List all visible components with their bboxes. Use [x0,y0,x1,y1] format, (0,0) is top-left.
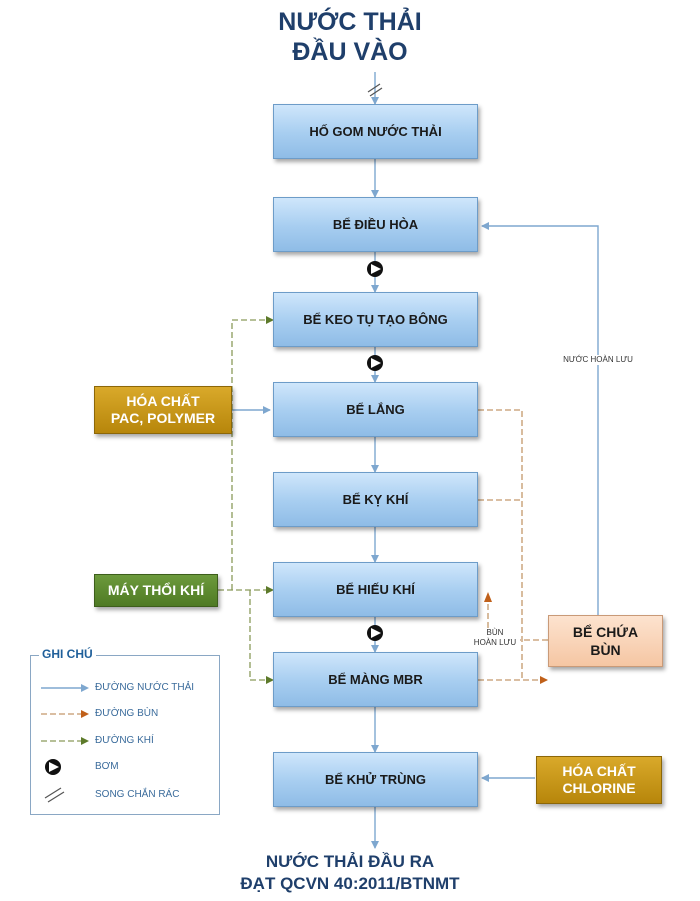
sludge-from-settling [478,409,523,680]
process-disinfection-tank: BỂ KHỬ TRÙNG [273,752,478,807]
legend-screen-label: SONG CHẮN RÁC [95,789,180,800]
process-settling-tank: BỂ LẮNG [273,382,478,437]
sludge-tank-line-1: BỂ CHỨA [572,624,639,640]
sludge-storage-tank: BỂ CHỨA BÙN [548,615,663,667]
process-mbr-tank: BỂ MÀNG MBR [273,652,478,707]
process-aerobic-tank: BỂ HIẾU KHÍ [273,562,478,617]
title-line-1: NƯỚC THẢI [278,8,422,36]
air-to-coagulation [231,319,268,590]
legend-symbols [41,684,89,803]
legend-title: GHI CHÚ [39,647,96,661]
legend-water-label: ĐƯỜNG NƯỚC THẢI [95,682,195,693]
pump-icon-2 [367,355,383,371]
legend-pump-icon [45,759,61,775]
chemical-chlorine-line-1: HÓA CHẤT [562,763,636,779]
legend-screen-icon [44,787,65,803]
legend-pump-label: BƠM [95,761,119,772]
legend-air-label: ĐƯỜNG KHÍ [95,735,154,746]
output-line-2: ĐẠT QCVN 40:2011/BTNMT [240,874,460,893]
legend: GHI CHÚ ĐƯỜNG NƯỚC THẢI ĐƯỜNG BÙN ĐƯỜNG … [30,647,220,815]
chemical-pac-line-1: HÓA CHẤT [126,393,200,409]
flow-return-water [481,222,599,615]
chemical-pac-polymer-box: HÓA CHẤT PAC, POLYMER [94,386,232,434]
process-collection-pit: HỐ GOM NƯỚC THẢI [273,104,478,159]
pump-icon-3 [367,625,383,641]
return-water-label: NƯỚC HOÀN LƯU [548,355,648,365]
process-anoxic-tank: BỂ KỴ KHÍ [273,472,478,527]
chemical-chlorine-box: HÓA CHẤT CHLORINE [536,756,662,804]
air-to-mbr [249,590,268,681]
legend-sludge-label: ĐƯỜNG BÙN [95,708,159,719]
screen-symbol [367,83,383,97]
pump-icon-1 [367,261,383,277]
chemical-pac-line-2: PAC, POLYMER [110,410,216,426]
return-sludge-line-2: HOÀN LƯU [473,638,517,647]
chemical-chlorine-line-2: CHLORINE [562,780,636,796]
return-sludge-line-1: BÙN [486,628,504,637]
process-equalization-tank: BỂ ĐIỀU HÒA [273,197,478,252]
title-line-2: ĐẦU VÀO [292,38,408,66]
sludge-tank-line-2: BÙN [590,642,621,658]
output-line-1: NƯỚC THẢI ĐẦU RA [265,852,435,871]
air-blower-box: MÁY THỔI KHÍ [94,574,218,607]
process-coagulation-tank: BỂ KEO TỤ TẠO BÔNG [273,292,478,347]
return-sludge-label: BÙN HOÀN LƯU [470,628,520,648]
